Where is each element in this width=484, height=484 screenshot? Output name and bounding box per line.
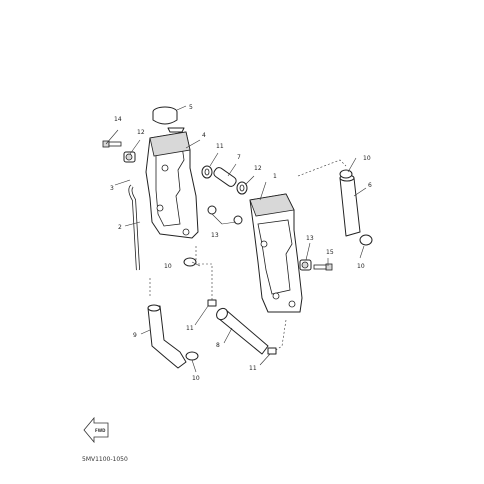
collar-14b [233, 215, 243, 225]
callout-10a: 10 [363, 155, 371, 162]
callout-7: 7 [237, 154, 241, 161]
radiator-cap [152, 105, 187, 125]
callout-12b: 12 [254, 165, 262, 172]
callout-14a: 13 [211, 232, 219, 239]
callout-10b: 10 [357, 263, 365, 270]
bolt-15b [313, 263, 333, 271]
callout-8: 8 [216, 342, 220, 349]
hose-6 [339, 174, 361, 237]
grommet-13a [123, 151, 136, 163]
clamp-10b [359, 234, 373, 246]
leader-lines [105, 129, 367, 373]
clamp-10d [185, 351, 199, 361]
callout-6: 6 [368, 182, 372, 189]
fwd-label: FWD [95, 428, 106, 433]
clamp-12b [236, 181, 248, 195]
clip-11a [207, 299, 217, 307]
hose-7 [213, 167, 237, 187]
callouts: 1 2 3 4 5 6 7 8 9 10 10 10 10 11 11 11 1… [110, 104, 372, 382]
callout-11a: 11 [186, 325, 194, 332]
callout-4: 4 [202, 132, 206, 139]
callout-10d: 10 [192, 375, 200, 382]
clamp-10c [183, 257, 197, 267]
callout-15b: 15 [326, 249, 334, 256]
callout-1: 1 [273, 173, 277, 180]
hose-9 [147, 304, 187, 369]
fwd-arrow-icon: FWD [83, 416, 109, 444]
collar-14a [207, 205, 217, 215]
bolt-15a [102, 140, 122, 148]
clamp-12a [201, 165, 213, 179]
callout-2: 2 [118, 224, 122, 231]
clamp-10a [339, 169, 353, 179]
callout-3: 3 [110, 185, 114, 192]
callout-11b: 11 [249, 365, 257, 372]
grommet-13b [299, 259, 312, 271]
callout-13b: 13 [306, 235, 314, 242]
callout-12a: 11 [216, 143, 224, 150]
radiator-left [145, 127, 199, 239]
diagram-code: 5MV1100-1050 [82, 456, 128, 463]
radiator-right [249, 193, 303, 313]
hose-8 [216, 307, 269, 355]
callout-9: 9 [133, 332, 137, 339]
callout-5: 5 [189, 104, 193, 111]
overflow-hose [128, 184, 140, 271]
clip-11b [267, 347, 277, 355]
callout-10c: 10 [164, 263, 172, 270]
callout-13a: 12 [137, 129, 145, 136]
callout-15a: 14 [114, 116, 122, 123]
